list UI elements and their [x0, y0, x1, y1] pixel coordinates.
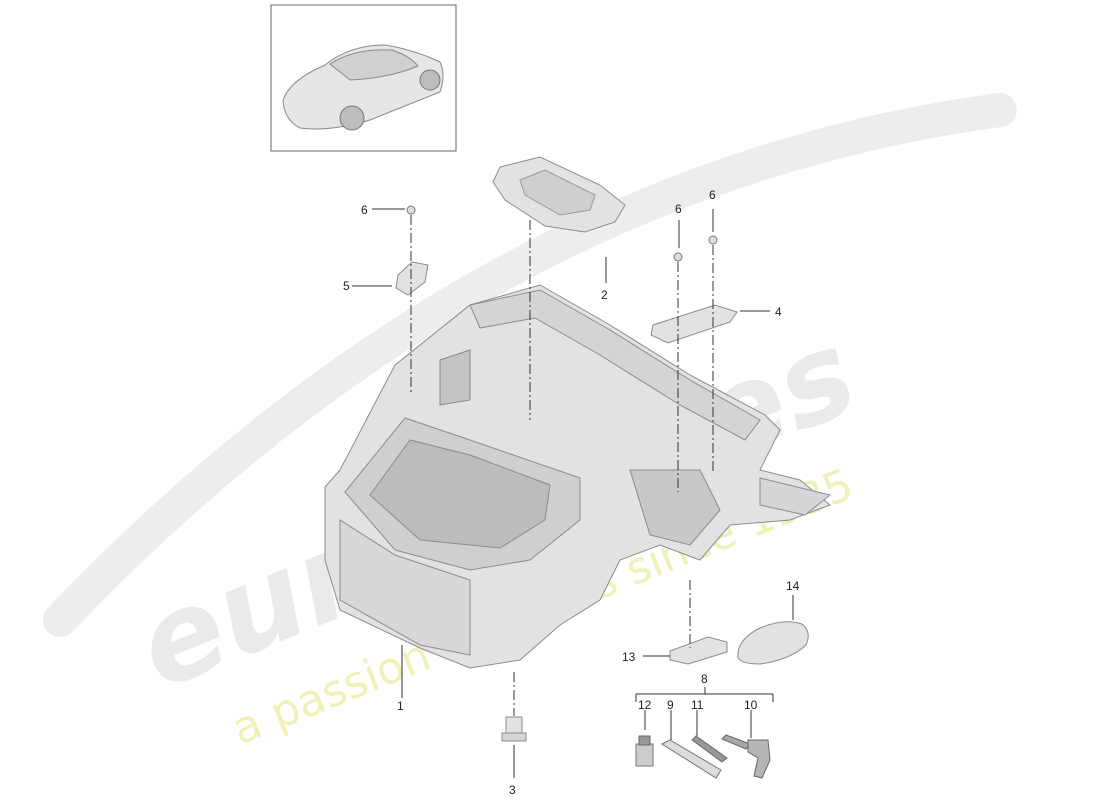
car-roof-icon [329, 49, 419, 81]
callout-8: 8 [701, 672, 708, 686]
part-3-bolt-icon [501, 716, 527, 742]
callout-3: 3 [509, 783, 516, 797]
dash-dot-lines [410, 215, 714, 716]
part-6-screw-icon [406, 205, 416, 215]
callout-14: 14 [786, 579, 800, 593]
callout-6-left: 6 [361, 203, 368, 217]
sill-extension [759, 477, 832, 516]
callout-6-middle: 6 [675, 202, 682, 216]
car-wheel-icon [419, 69, 441, 91]
callout-5: 5 [343, 279, 350, 293]
callouts: 1 2 3 4 5 6 6 6 8 9 10 11 12 13 14 [343, 188, 800, 797]
part-11-nozzle-icon [691, 735, 728, 763]
front-end-structure [324, 284, 832, 669]
callout-10: 10 [744, 698, 758, 712]
part-6-screw-icon [673, 252, 683, 262]
strut-tower [439, 349, 471, 406]
callout-1: 1 [397, 699, 404, 713]
callout-6-right: 6 [709, 188, 716, 202]
part-10-gun-icon [721, 734, 771, 779]
part-12-container-icon [635, 735, 654, 767]
callout-9: 9 [667, 698, 674, 712]
part-14-patch [737, 621, 809, 665]
part-4-bracket [650, 304, 738, 344]
part-9-tube-icon [660, 739, 722, 779]
watermark-swoosh [43, 93, 1017, 637]
floor-section [629, 469, 721, 546]
callout-4: 4 [775, 305, 782, 319]
car-thumbnail [270, 4, 457, 152]
callout-11: 11 [691, 698, 704, 712]
callout-2: 2 [601, 288, 608, 302]
car-wheel-icon [339, 105, 365, 131]
front-panel [339, 519, 471, 656]
callout-12: 12 [638, 698, 652, 712]
part-6-screw-icon [708, 235, 718, 245]
part-13-plate [669, 636, 728, 665]
compartment-floor [369, 439, 551, 549]
cowl-panel [469, 289, 761, 441]
leader-lines [352, 208, 794, 778]
part-2-panel-inner [519, 169, 596, 216]
part-5-bracket [395, 261, 429, 296]
callout-13: 13 [622, 650, 636, 664]
